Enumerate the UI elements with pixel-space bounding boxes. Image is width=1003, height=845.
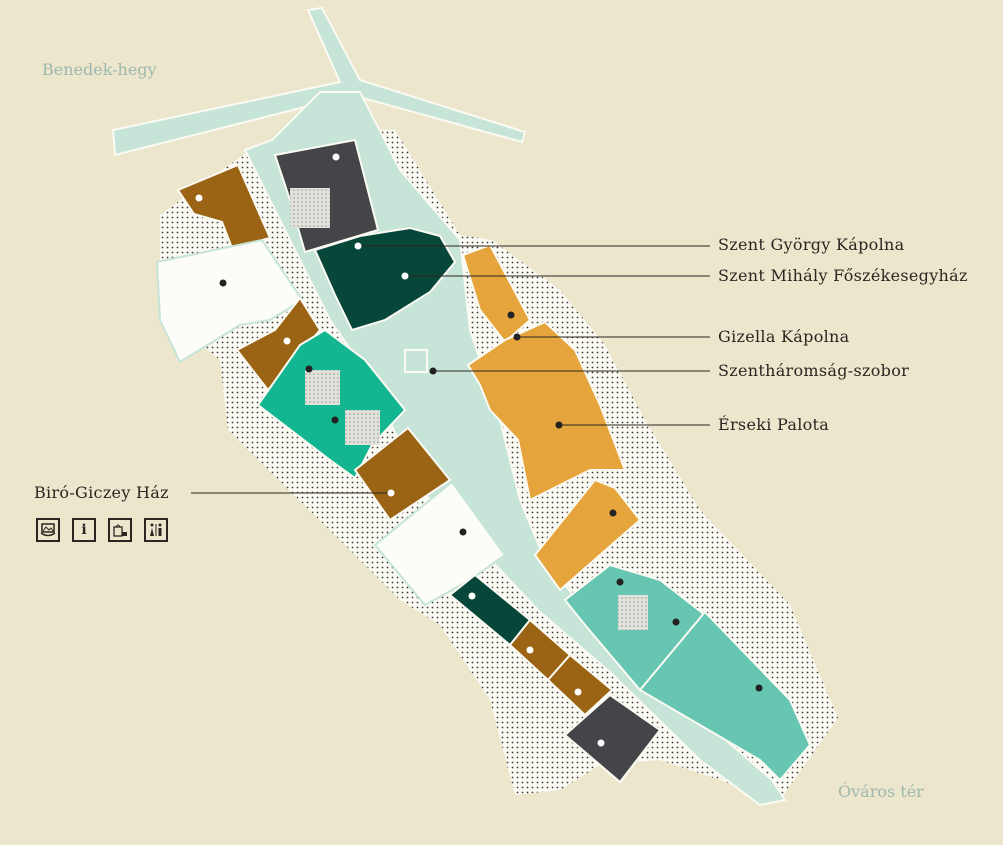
szent-gyorgy-building <box>313 226 457 332</box>
statue-plinth <box>404 349 428 373</box>
markers[interactable] <box>195 153 763 747</box>
label-szent-gyorgy[interactable]: Szent György Kápolna <box>718 235 905 254</box>
label-biro-giczey[interactable]: Biró-Giczey Ház <box>34 483 169 502</box>
museum-icon[interactable] <box>36 518 60 542</box>
biro-giczey-building <box>353 426 452 522</box>
erseki-palota-building <box>466 320 627 502</box>
building-white-center <box>373 480 507 607</box>
label-szent-mihaly[interactable]: Szent Mihály Főszékesegyház <box>718 266 968 285</box>
building-orange-s <box>533 478 642 592</box>
building-white-w <box>155 238 304 364</box>
shop-icon[interactable] <box>108 518 132 542</box>
buildings[interactable] <box>155 138 812 784</box>
leader-lines <box>191 245 710 494</box>
building-brown-s2 <box>546 653 614 717</box>
label-erseki[interactable]: Érseki Palota <box>718 415 830 434</box>
info-icon[interactable]: i <box>72 518 96 542</box>
gizella-building <box>461 243 532 344</box>
place-benedek-hegy: Benedek-hegy <box>42 60 157 79</box>
building-lightteal-se <box>638 610 812 782</box>
place-ovaros-ter: Óváros tér <box>838 782 924 801</box>
amenity-icons: i <box>36 518 168 542</box>
label-szentharomsag[interactable]: Szentháromság-szobor <box>718 361 910 380</box>
restroom-icon[interactable] <box>144 518 168 542</box>
label-gizella[interactable]: Gizella Kápolna <box>718 327 850 346</box>
building-gray-s <box>563 693 662 784</box>
